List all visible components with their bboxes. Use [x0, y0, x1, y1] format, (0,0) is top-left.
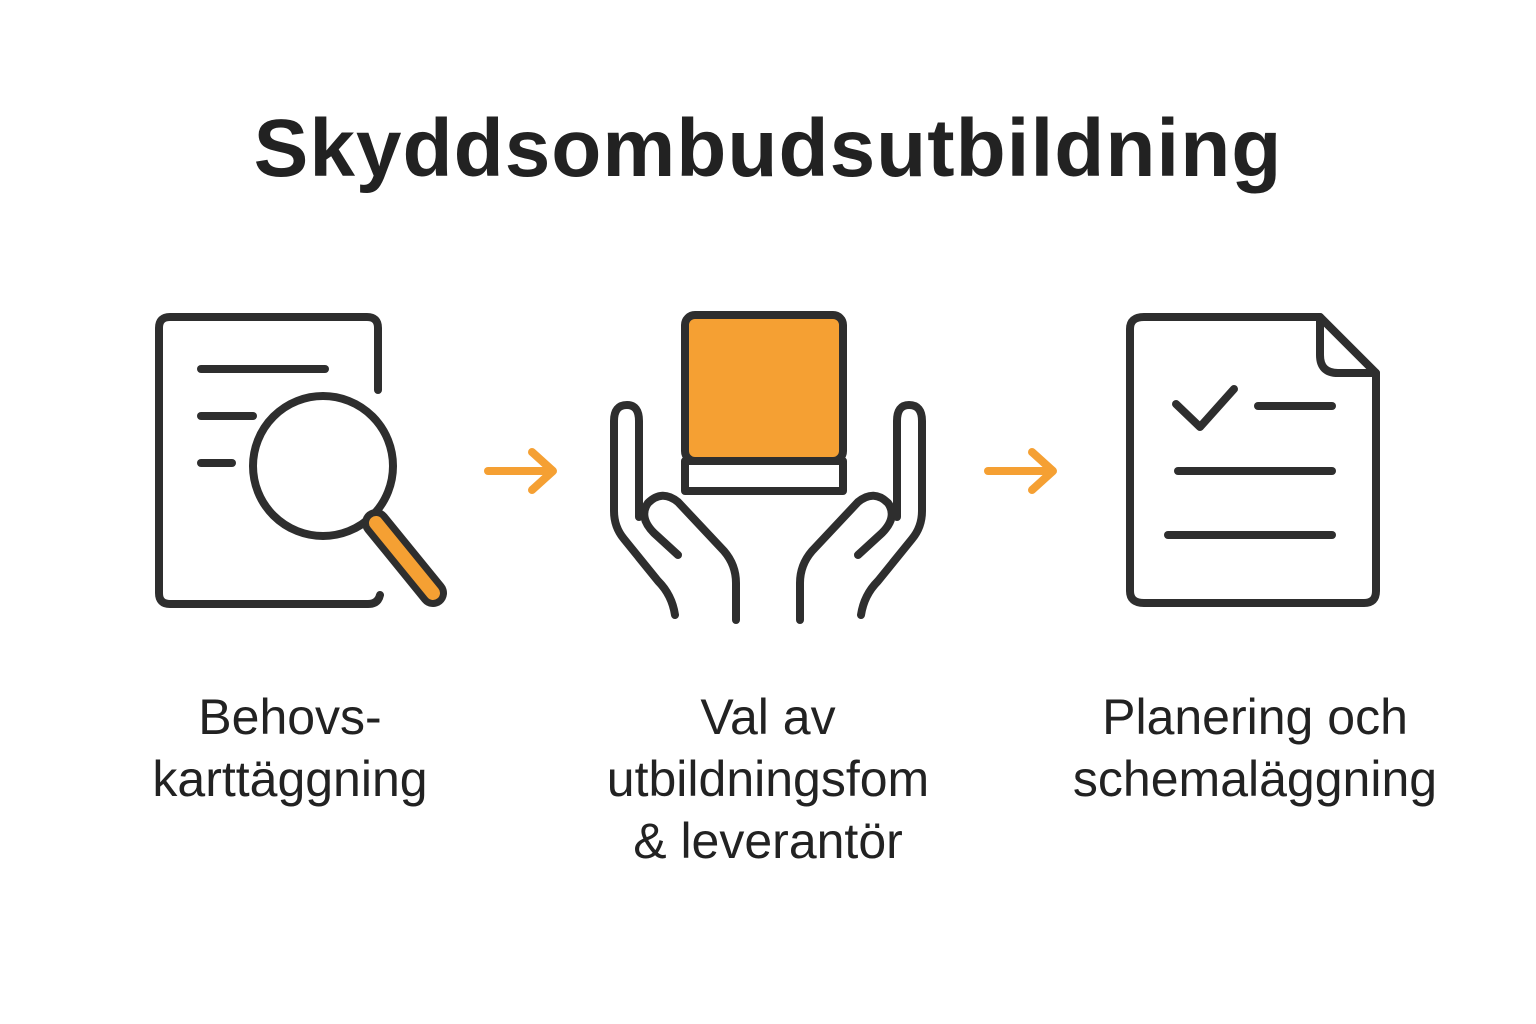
step-label-line: Behovs- — [198, 689, 382, 745]
step-label-line: karttäggning — [152, 751, 428, 807]
arrow-right-icon — [980, 444, 1064, 500]
step-label-line: schemaläggning — [1072, 751, 1438, 807]
step-label-needs-assessment: Behovs- karttäggning — [100, 686, 480, 810]
step-label-line: Planering och — [1102, 689, 1408, 745]
document-magnifier-icon — [150, 305, 460, 625]
arrow-right-icon — [480, 444, 564, 500]
step-label-line: Val av — [700, 689, 836, 745]
step-label-line: & leverantör — [633, 813, 903, 869]
checklist-document-icon — [1120, 305, 1390, 615]
step-label-training-choice: Val av utbildningsfom & leverantör — [548, 686, 988, 872]
page-title: Skyddsombudsutbildning — [253, 103, 1283, 194]
step-label-line: utbildningsfom — [606, 751, 930, 807]
hands-holding-book-icon — [600, 305, 940, 635]
step-label-planning: Planering och schemaläggning — [1030, 686, 1480, 810]
